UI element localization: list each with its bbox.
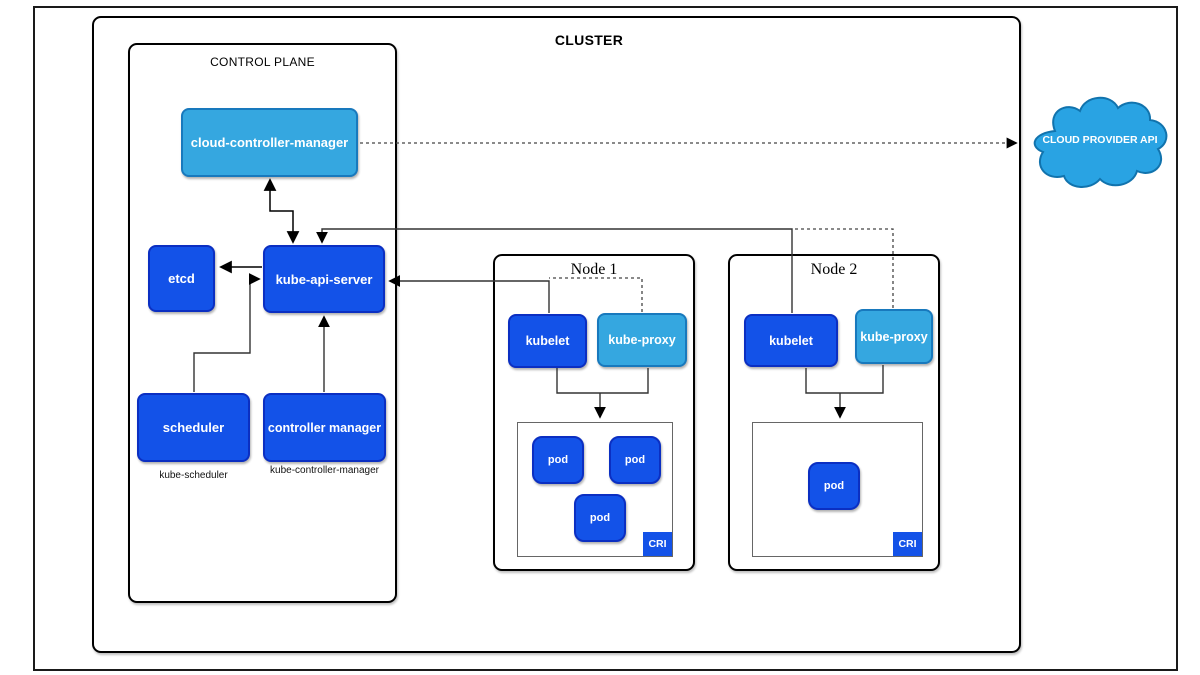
node2-kube-proxy-box: kube-proxy: [855, 309, 933, 364]
node2-cri-badge: CRI: [893, 532, 922, 556]
scheduler-box: scheduler: [137, 393, 250, 462]
node1-cri-badge: CRI: [643, 532, 672, 556]
node1-cri-container: pod pod pod CRI: [517, 422, 673, 557]
kube-scheduler-sublabel: kube-scheduler: [159, 470, 228, 481]
node1-pod-2: pod: [609, 436, 661, 484]
cloud-provider-api-cloud: [1025, 90, 1175, 198]
node1-pod-1: pod: [532, 436, 584, 484]
node1-pod-3: pod: [574, 494, 626, 542]
page-border-frame: [33, 6, 1178, 671]
control-plane-title: CONTROL PLANE: [210, 55, 315, 69]
kube-controller-manager-sublabel: kube-controller-manager: [270, 465, 379, 476]
node1-kube-proxy-box: kube-proxy: [597, 313, 687, 367]
cloud-icon: [1033, 96, 1168, 188]
node1-kubelet-box: kubelet: [508, 314, 587, 368]
kube-api-server-box: kube-api-server: [263, 245, 385, 313]
node2-kubelet-box: kubelet: [744, 314, 838, 367]
cluster-title: CLUSTER: [554, 32, 624, 48]
node2-pod-1: pod: [808, 462, 860, 510]
node2-title: Node 2: [810, 261, 858, 278]
node1-title: Node 1: [570, 261, 618, 278]
controller-manager-box: controller manager: [263, 393, 386, 462]
cloud-controller-manager-box: cloud-controller-manager: [181, 108, 358, 177]
etcd-box: etcd: [148, 245, 215, 312]
node2-cri-container: pod CRI: [752, 422, 923, 557]
cloud-provider-api-label: CLOUD PROVIDER API: [1042, 134, 1158, 146]
